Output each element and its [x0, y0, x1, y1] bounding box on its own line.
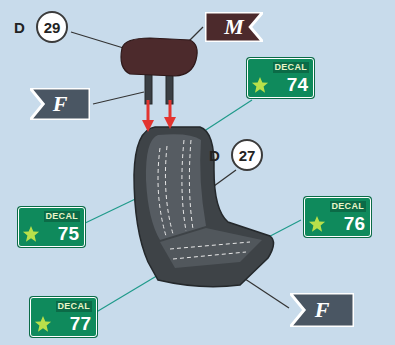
- star-icon: [251, 76, 269, 94]
- decal-label: DECAL: [56, 301, 93, 312]
- paint-code: F: [53, 93, 68, 115]
- callout-number: 29: [44, 20, 61, 35]
- headrest-part: [121, 38, 197, 104]
- decal-number: 76: [344, 214, 365, 233]
- insert-arrows: [148, 100, 170, 126]
- decal-number: 75: [58, 224, 79, 243]
- decal-badge: DECAL 74: [247, 58, 314, 98]
- star-icon: [22, 225, 40, 243]
- decal-badge: DECAL 75: [18, 207, 85, 247]
- callout-number: 27: [239, 148, 256, 163]
- decal-badge: DECAL 77: [30, 297, 97, 337]
- decal-badge: DECAL 76: [304, 197, 371, 237]
- star-icon: [308, 215, 326, 233]
- paint-code: M: [224, 16, 244, 38]
- paint-flag: F: [30, 88, 90, 120]
- part-letter: D: [209, 148, 220, 163]
- decal-label: DECAL: [273, 62, 310, 73]
- part-callout: D27: [231, 139, 263, 171]
- paint-flag: F: [290, 293, 354, 327]
- part-callout: D29: [36, 11, 68, 43]
- decal-label: DECAL: [330, 201, 367, 212]
- decal-number: 77: [70, 314, 91, 333]
- part-letter: D: [14, 20, 25, 35]
- decal-label: DECAL: [44, 211, 81, 222]
- seat-part: [134, 127, 274, 287]
- decal-number: 74: [287, 75, 308, 94]
- star-icon: [34, 315, 52, 333]
- paint-code: F: [315, 299, 330, 321]
- paint-flag: M: [205, 12, 263, 42]
